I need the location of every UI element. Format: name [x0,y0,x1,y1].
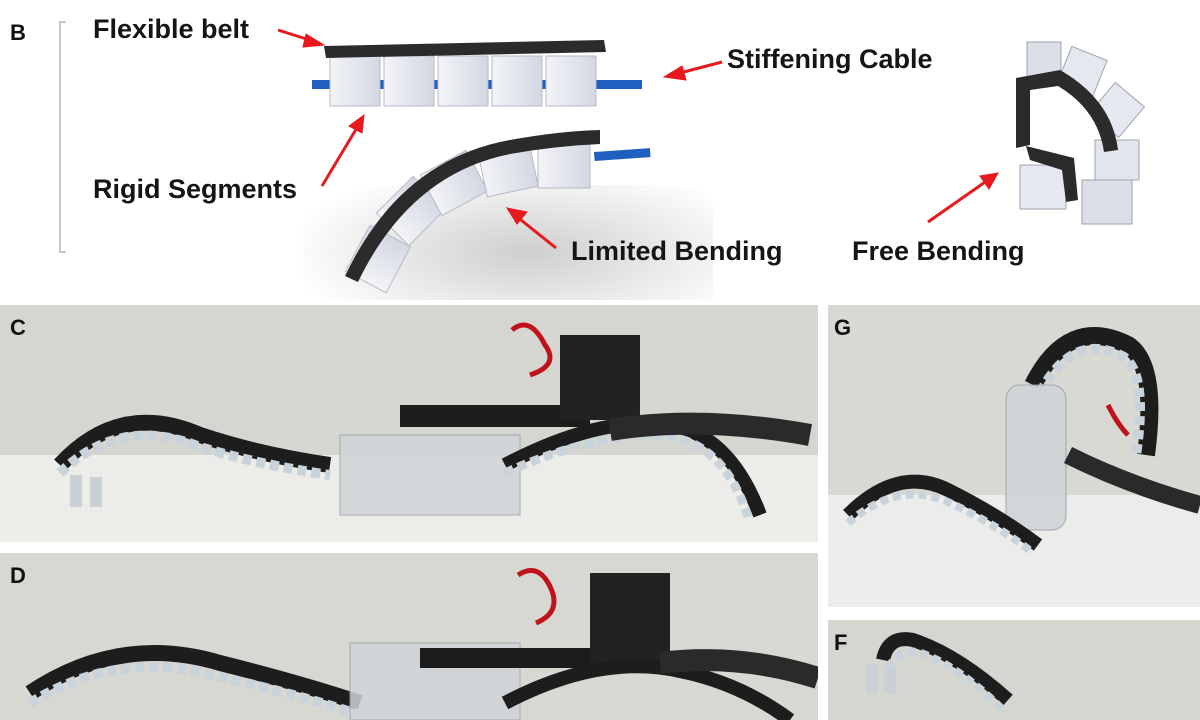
rigid-segment [491,55,543,107]
panel-label-c: C [10,315,26,340]
robot-photo-g [828,305,1200,607]
rigid-segment [329,55,381,107]
label-rigid-segments: Rigid Segments [93,174,298,204]
label-free-bending: Free Bending [852,236,1025,266]
panel-b-diagram [59,21,1146,300]
label-stiffening-cable: Stiffening Cable [727,44,933,74]
rigid-segment [419,149,489,217]
rigid-segments-straight [329,55,597,107]
rigid-segment [545,55,597,107]
panel-label-g: G [834,315,852,340]
free-bending-belt [1016,41,1146,225]
rigid-segment [344,224,412,294]
robot-photo-d [0,553,818,720]
panel-label-d: D [10,563,26,588]
panel-label-f: F [834,630,848,655]
annotation-arrows [277,28,999,250]
photo-panel-c: C [0,305,818,542]
photo-panel-g: G [828,305,1200,607]
panel-label-b: B [10,20,26,45]
rigid-segment [383,55,435,107]
photo-panel-f: F [828,620,1200,720]
photo-panel-d: D [0,553,818,720]
flexible-belt-straight [324,40,606,58]
label-limited-bending: Limited Bending [571,236,783,266]
robot-photo-c [0,305,818,542]
rigid-segment [537,141,591,189]
rigid-segment [437,55,489,107]
panel-b-bracket [59,21,66,253]
limited-bending-belt [344,130,651,294]
label-flexible-belt: Flexible belt [93,14,250,44]
robot-photo-f [828,620,1200,720]
